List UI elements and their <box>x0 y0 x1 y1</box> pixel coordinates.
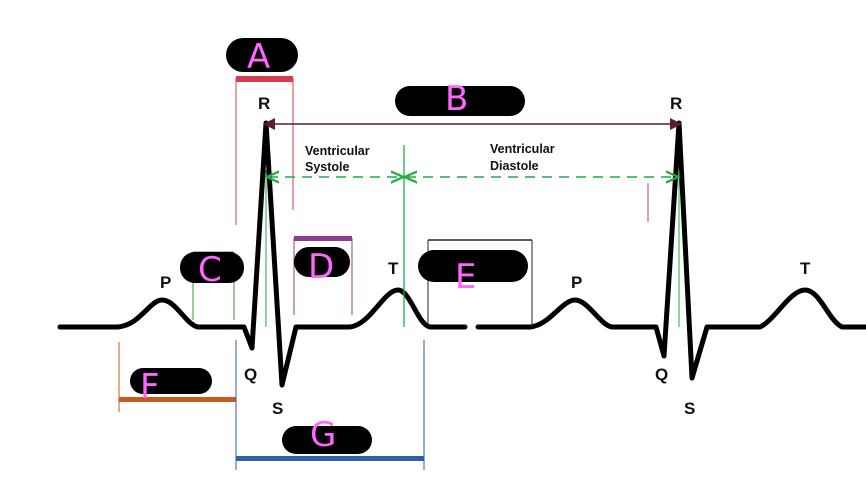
a-interval-bar <box>236 76 293 82</box>
d-interval-bar <box>294 236 352 241</box>
wave-label-s2: S <box>684 399 695 418</box>
wave-label-t1: T <box>388 259 399 278</box>
wave-label-q1: Q <box>244 365 257 384</box>
wave-label-p1: P <box>160 273 171 292</box>
f-redaction <box>130 368 212 394</box>
d-redaction <box>294 247 350 277</box>
f-interval-bar <box>119 397 236 402</box>
wave-label-s1: S <box>272 399 283 418</box>
e-redaction <box>418 250 528 282</box>
systole-label-line2: Systole <box>305 160 350 174</box>
g-interval-bar <box>236 456 424 461</box>
ecg-trace <box>57 120 866 388</box>
b-redaction <box>395 86 525 116</box>
marker-a: A <box>247 37 270 77</box>
c-redaction <box>180 252 244 283</box>
marker-b: B <box>445 79 468 119</box>
diastole-label-line2: Diastole <box>490 159 539 173</box>
wave-label-p2: P <box>571 273 582 292</box>
marker-g: G <box>310 415 336 455</box>
wave-label-t2: T <box>800 259 811 278</box>
wave-label-r2: R <box>670 94 682 113</box>
wave-label-q2: Q <box>655 365 668 384</box>
marker-d: D <box>308 247 334 287</box>
marker-e: E <box>455 257 476 297</box>
g-redaction <box>282 426 372 454</box>
marker-c: C <box>198 250 222 290</box>
systole-label-line1: Ventricular <box>305 144 370 158</box>
wave-label-r1: R <box>258 94 270 113</box>
marker-f: F <box>140 367 160 407</box>
a-redaction <box>226 38 298 72</box>
diastole-label-line1: Ventricular <box>490 142 555 156</box>
